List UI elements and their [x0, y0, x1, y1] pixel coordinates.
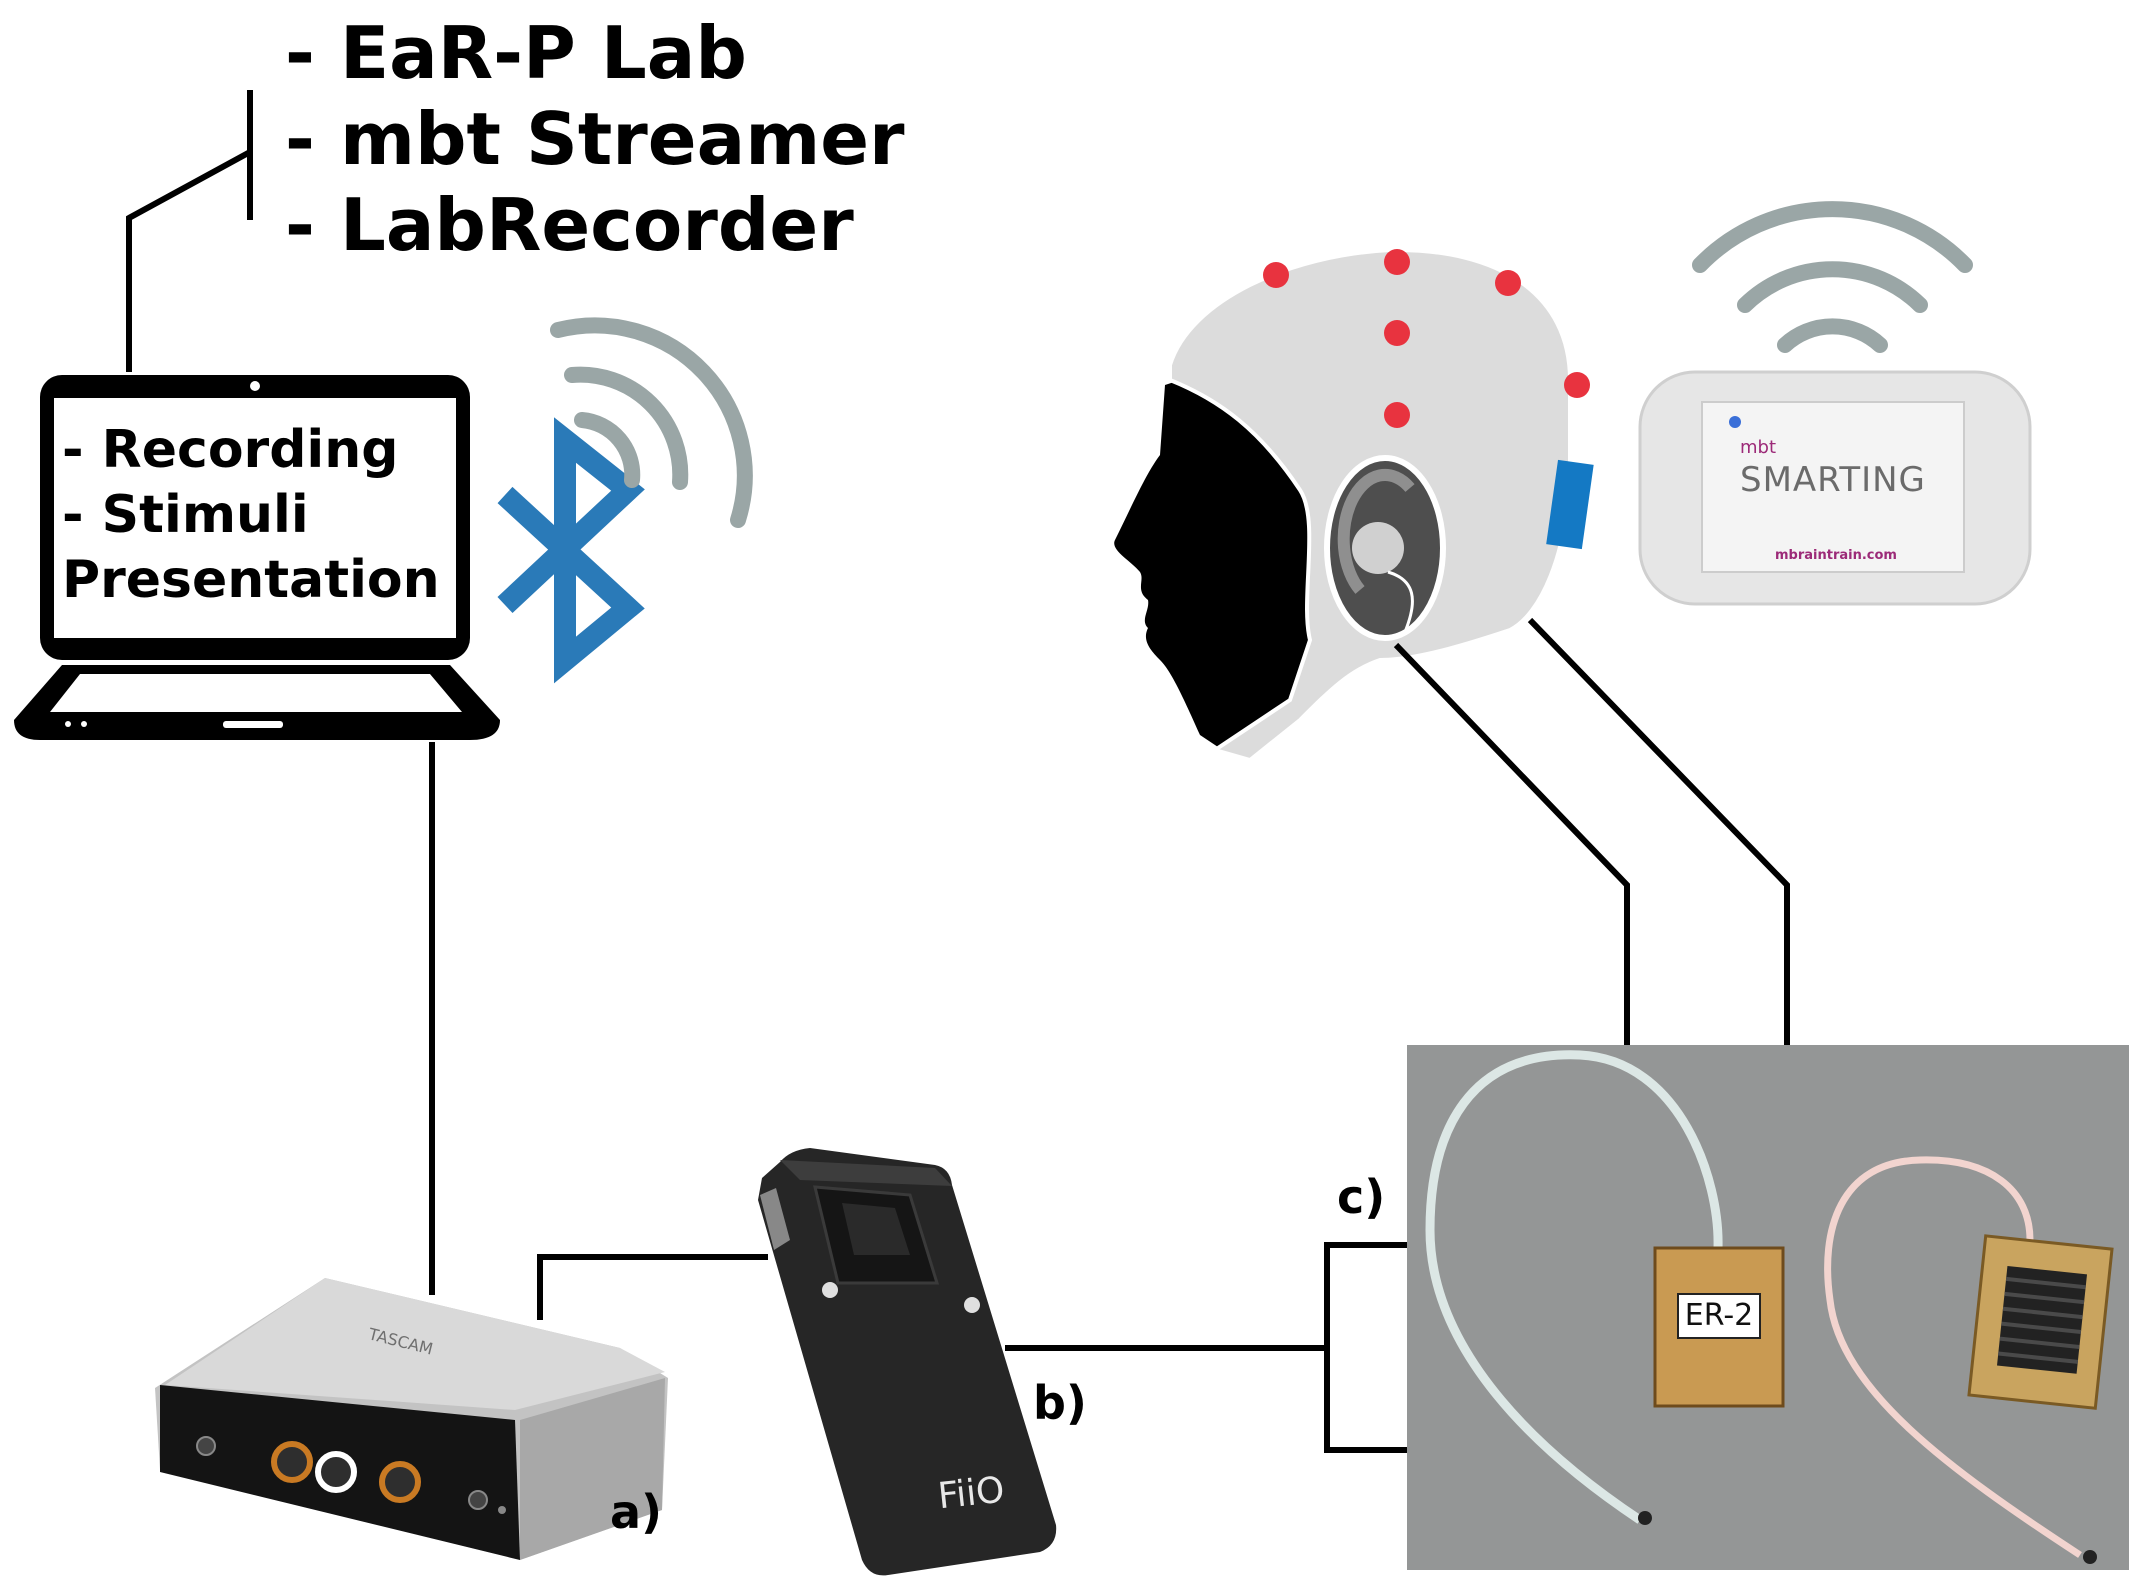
head-with-eeg-cap-icon: [1114, 247, 1594, 763]
electrode: [1263, 262, 1289, 288]
electrode: [1495, 270, 1521, 296]
smarting-brand: mbt: [1740, 437, 1777, 458]
earphone-label: ER-2: [1677, 1293, 1761, 1339]
label-c: c): [1337, 1170, 1386, 1224]
earphone-cables: [1393, 617, 1790, 1045]
label-a: a): [610, 1485, 663, 1539]
software-item-earp-lab: - EaR-P Lab: [285, 11, 747, 95]
electrode: [1384, 249, 1410, 275]
screen-line-recording: - Recording: [62, 420, 399, 480]
screen-line-presentation: Presentation: [62, 550, 440, 610]
software-item-labrecorder: - LabRecorder: [285, 183, 854, 267]
electrode: [1384, 402, 1410, 428]
wifi-icon: [550, 317, 753, 528]
eeg-electrodes: [1263, 249, 1590, 428]
in-ear-earphones-photo: [1407, 1045, 2129, 1570]
amplifier-wifi-icon: [1692, 201, 1973, 353]
electrode: [1384, 320, 1410, 346]
smarting-title: SMARTING: [1740, 460, 1926, 500]
label-b: b): [1033, 1376, 1087, 1430]
laptop-screen-text: - Recording - Stimuli Presentation: [62, 418, 462, 613]
software-bracket: [126, 90, 253, 372]
software-item-mbt-streamer: - mbt Streamer: [285, 97, 905, 181]
audio-interface: [155, 1278, 668, 1560]
laptop-icon: [14, 375, 500, 740]
bluetooth-icon: [497, 417, 645, 684]
audio-cables: [537, 1242, 1407, 1453]
screen-line-stimuli: - Stimuli: [62, 485, 309, 545]
electrode: [1564, 372, 1590, 398]
software-list: - EaR-P Lab - mbt Streamer - LabRecorder: [285, 10, 905, 268]
smarting-amplifier: [1638, 370, 2032, 606]
headphone-amplifier: [758, 1148, 1057, 1576]
smarting-url: mbraintrain.com: [1775, 548, 1897, 563]
fiio-brand: FiiO: [936, 1469, 1007, 1518]
